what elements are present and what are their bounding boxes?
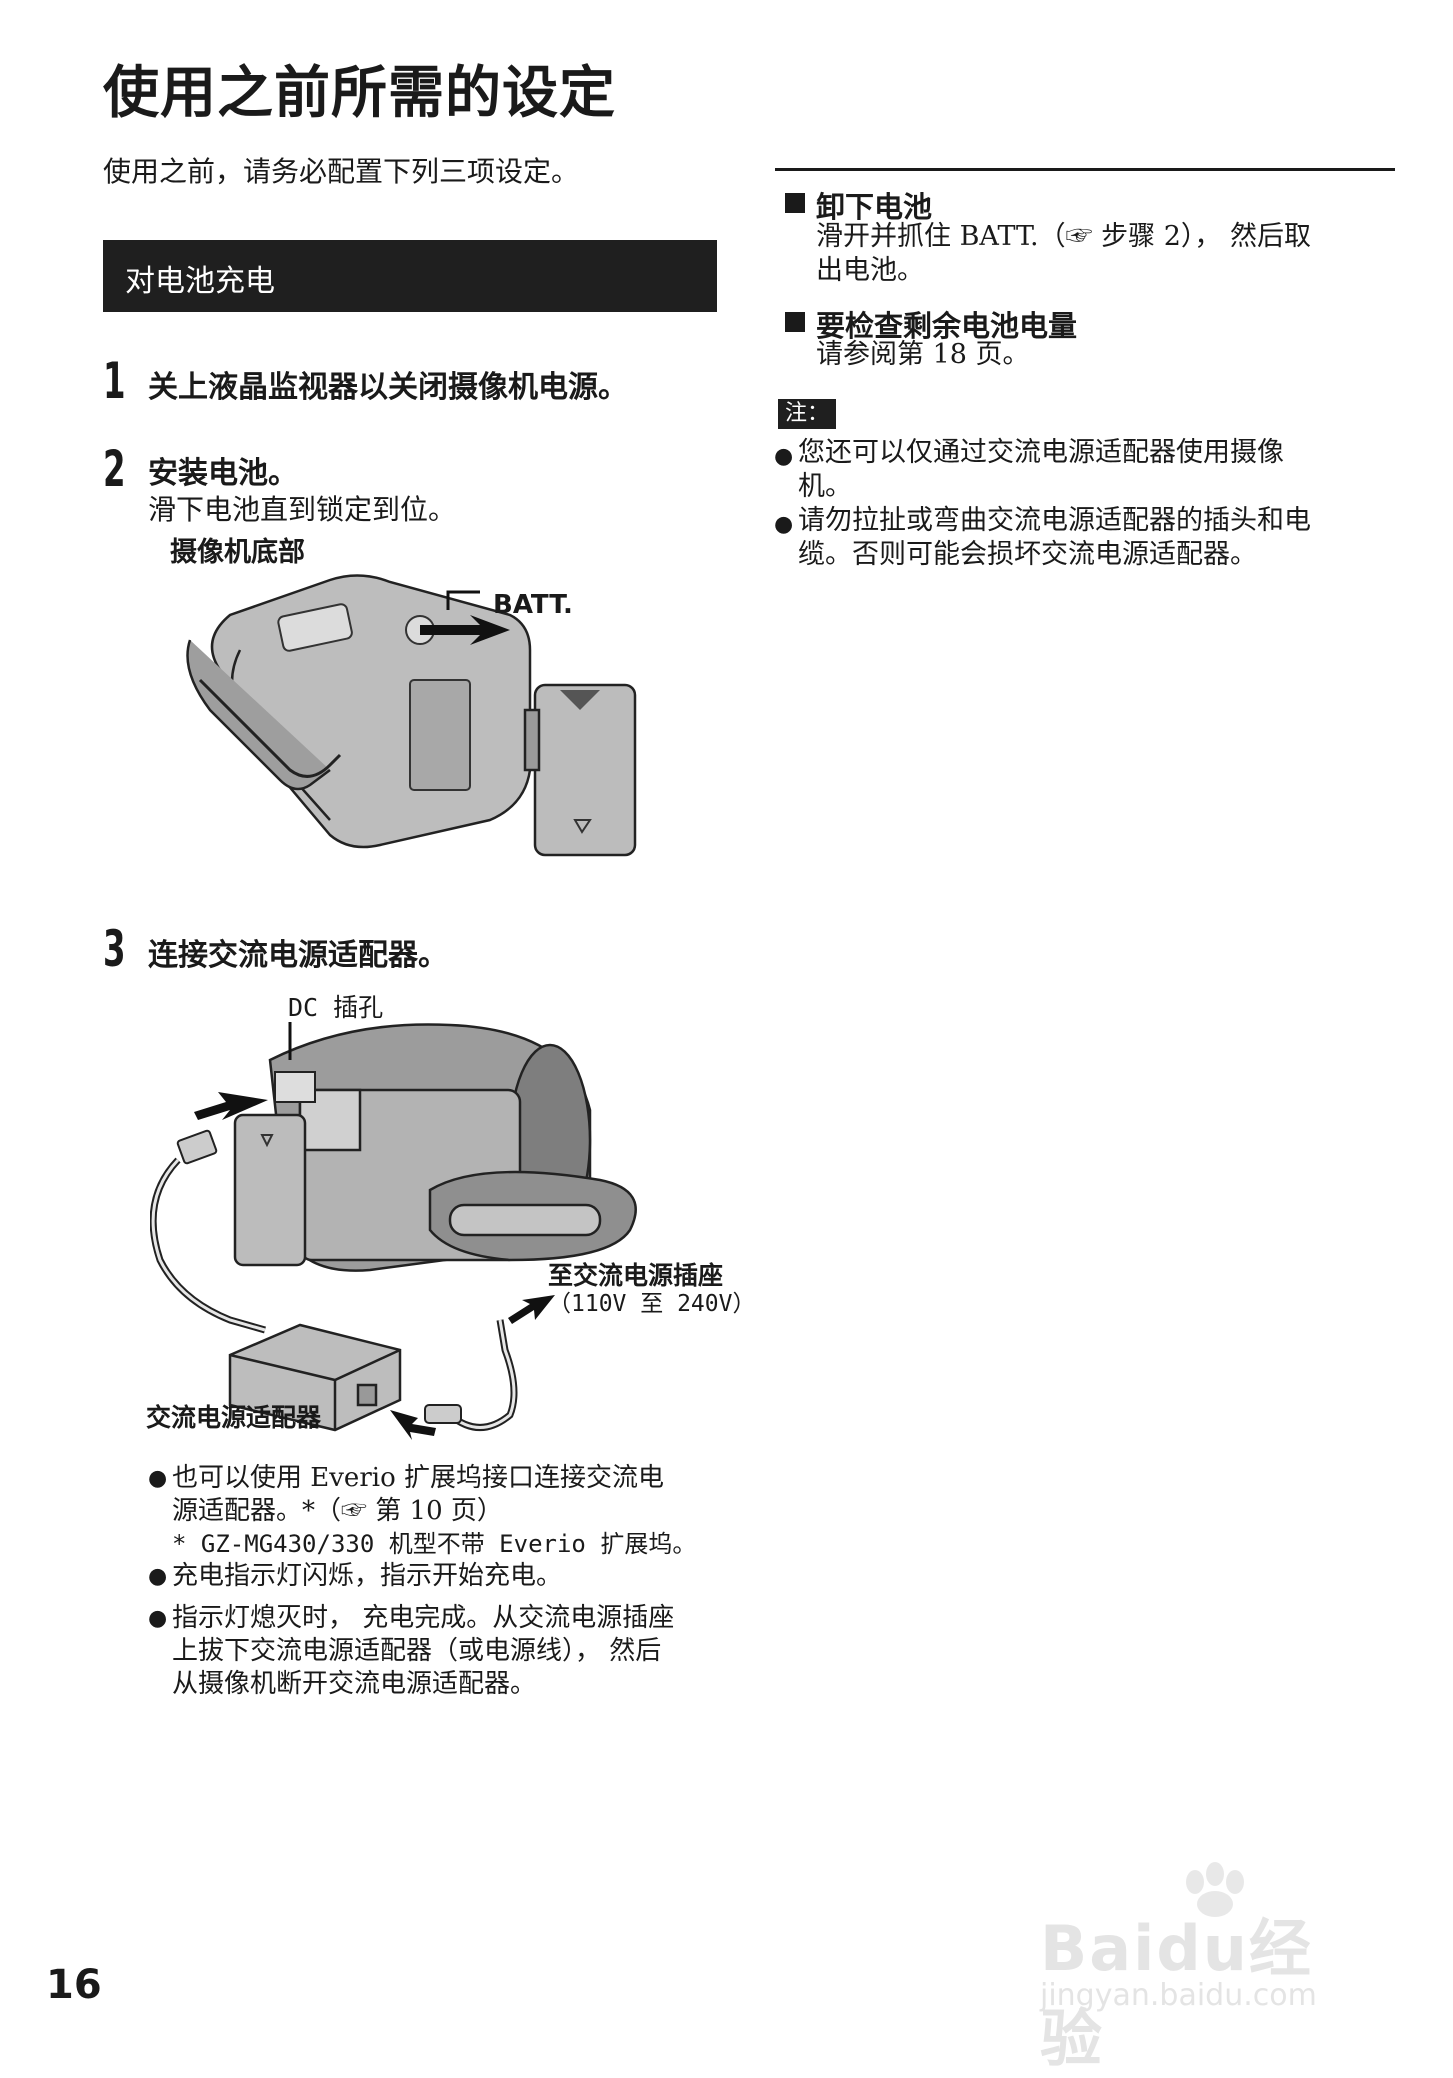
note-1-line-1: 您还可以仅通过交流电源适配器使用摄像 [798, 437, 1284, 468]
square-bullet [785, 312, 805, 332]
bullet-dot: ● [774, 512, 794, 537]
step-2-body: 滑下电池直到锁定到位。 [148, 493, 457, 526]
bullet-3-line-2: 上拔下交流电源适配器（或电源线）， 然后 [172, 1636, 662, 1666]
remove-battery-line-1: 滑开并抓住 BATT.（☞ 步骤 2）， 然后取 [816, 221, 1312, 252]
baidu-watermark: Baidu经验 jingyan.baidu.com [1040, 1860, 1370, 2075]
section-heading-bar: 对电池充电 [103, 240, 717, 312]
outlet-label: 至交流电源插座 [548, 1261, 724, 1290]
step-3-title: 连接交流电源适配器。 [148, 938, 448, 973]
bullet-dot: ● [148, 1564, 168, 1589]
step-3-number: 3 [103, 920, 126, 978]
step-2-title: 安装电池。 [148, 456, 298, 491]
note-1-line-2: 机。 [798, 471, 852, 502]
step-1-title: 关上液晶监视器以关闭摄像机电源。 [148, 370, 628, 405]
ac-adapter-illustration [150, 1022, 637, 1440]
section-heading: 对电池充电 [125, 264, 275, 299]
right-column-rule [775, 168, 1395, 171]
bullet-dot: ● [148, 1466, 168, 1491]
bullet-dot: ● [774, 444, 794, 469]
bullet-1-footnote: * GZ-MG430/330 机型不带 Everio 扩展坞。 [172, 1530, 697, 1558]
bullet-1-line-2: 源适配器。*（☞ 第 10 页） [172, 1496, 503, 1526]
intro-text: 使用之前，请务必配置下列三项设定。 [103, 155, 580, 188]
camera-bottom-caption: 摄像机底部 [170, 537, 305, 568]
note-badge: 注： [778, 399, 836, 429]
check-battery-line-1: 请参阅第 18 页。 [816, 339, 1030, 370]
paw-icon [1186, 1862, 1244, 1917]
bullet-3-line-1: 指示灯熄灭时， 充电完成。从交流电源插座 [172, 1603, 675, 1633]
note-2-line-2: 缆。否则可能会损坏交流电源适配器。 [798, 539, 1257, 570]
bullet-2: 充电指示灯闪烁，指示开始充电。 [172, 1561, 563, 1591]
check-battery-title: 要检查剩余电池电量 [816, 309, 1078, 343]
remove-battery-line-2: 出电池。 [816, 255, 924, 286]
square-bullet [785, 193, 805, 213]
bullet-3-line-3: 从摄像机断开交流电源适配器。 [172, 1669, 537, 1699]
dc-jack-label: DC 插孔 [288, 993, 384, 1022]
watermark-text: Baidu经验 [1040, 1912, 1313, 2075]
bullet-dot: ● [148, 1606, 168, 1631]
remove-battery-title: 卸下电池 [816, 190, 933, 224]
ac-adapter-label: 交流电源适配器 [146, 1403, 322, 1432]
step-2-number: 2 [103, 440, 126, 498]
watermark-url: jingyan.baidu.com [1040, 1978, 1317, 2013]
battery-install-illustration [186, 574, 637, 857]
batt-callout-label: BATT. [493, 590, 573, 620]
bullet-1-line-1: 也可以使用 Everio 扩展坞接口连接交流电 [172, 1463, 664, 1493]
note-2-line-1: 请勿拉扯或弯曲交流电源适配器的插头和电 [798, 505, 1311, 536]
page-number: 16 [46, 1962, 102, 2008]
page-title: 使用之前所需的设定 [103, 61, 616, 126]
voltage-label: （110V 至 240V） [548, 1291, 756, 1317]
step-1-number: 1 [103, 352, 126, 410]
